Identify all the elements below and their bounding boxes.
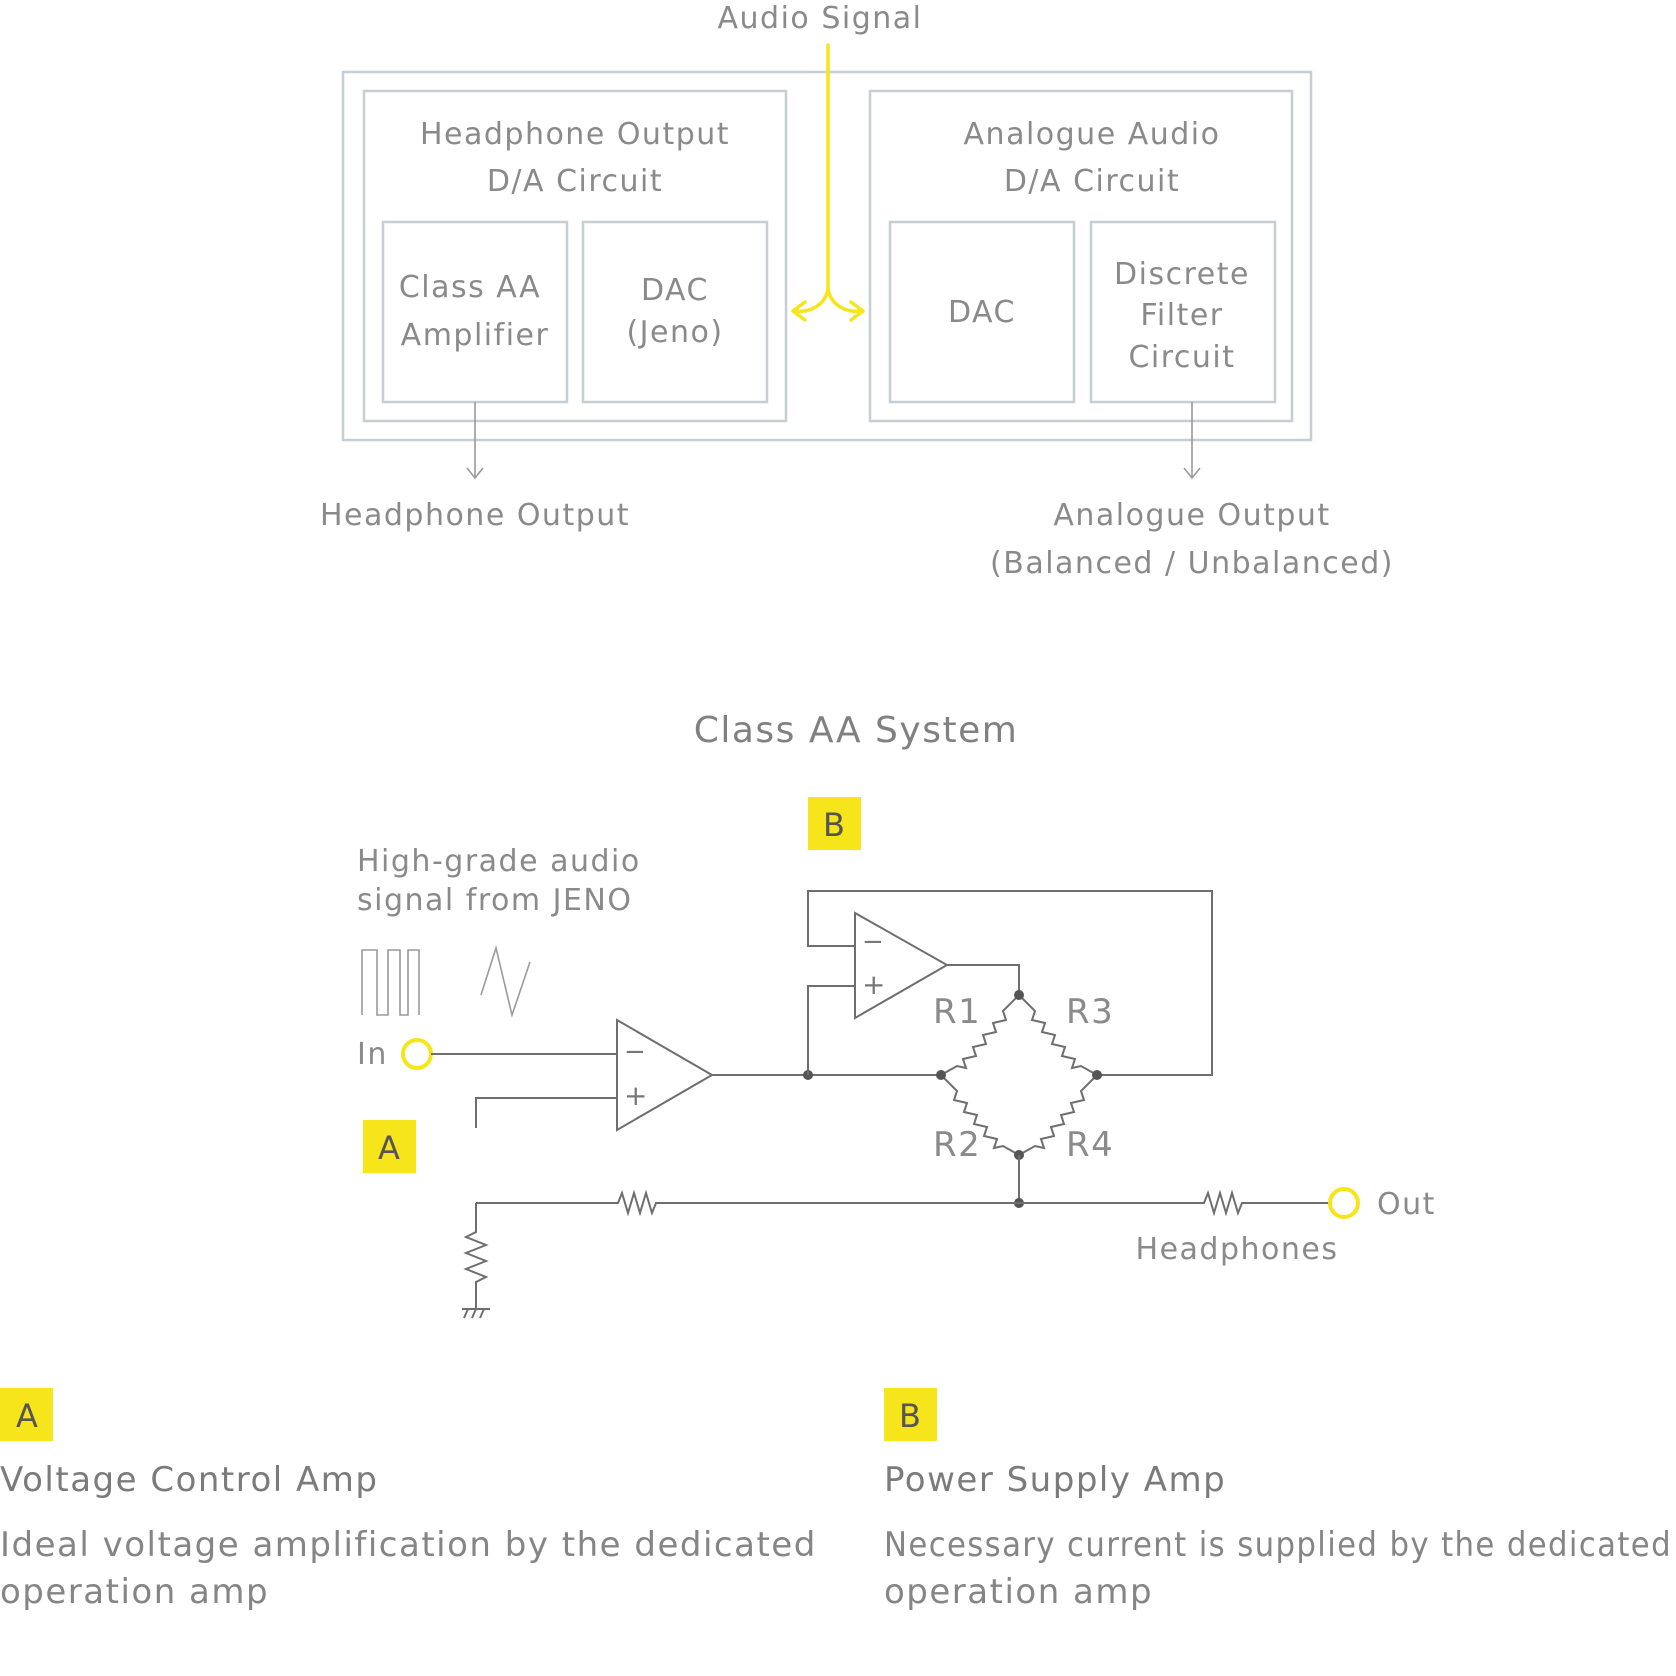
- resistor-r3: [1018, 994, 1098, 1076]
- class-aa-amp-line-1: Class AA: [399, 270, 541, 305]
- out-label: Out: [1377, 1187, 1436, 1222]
- headphone-output-arrow: [466, 402, 484, 480]
- resistor-r4: [1018, 1074, 1098, 1156]
- analogue-da-block: [868, 89, 1294, 423]
- legend-b-heading: Power Supply Amp: [884, 1460, 1226, 1500]
- opamp-a-plus: +: [624, 1079, 649, 1112]
- node-left: [936, 1070, 946, 1080]
- legend-b-body-line-2: operation amp: [884, 1572, 1153, 1612]
- analogue-da-title-line-1: Analogue Audio: [964, 117, 1221, 152]
- opamp-b-plus-wire: [807, 985, 855, 1075]
- analogue-output-arrow: [1183, 402, 1201, 480]
- opamp-b: − +: [854, 911, 950, 1020]
- legend-a-heading: Voltage Control Amp: [0, 1460, 379, 1500]
- resistor-r2: [940, 1074, 1020, 1156]
- discrete-filter-line-3: Circuit: [1128, 340, 1235, 375]
- headphone-da-title-line-1: Headphone Output: [420, 117, 730, 152]
- dac-block: [888, 220, 1076, 404]
- resistor-bridge: R1 R3 R2 R4: [933, 990, 1114, 1165]
- headphone-da-title-line-2: D/A Circuit: [487, 164, 663, 199]
- out-terminal: [1328, 1187, 1360, 1219]
- r4-label: R4: [1066, 1125, 1114, 1165]
- feedback-loop-wire: [807, 890, 1213, 1076]
- circuit-title: Class AA System: [694, 710, 1019, 751]
- opamp-a: − +: [616, 1018, 714, 1132]
- opamp-b-plus: +: [862, 968, 887, 1001]
- node-top: [1014, 990, 1024, 1000]
- headphones-label: Headphones: [1136, 1232, 1339, 1267]
- sawtooth-wave-icon: [480, 945, 531, 1018]
- legend-a-body-line-2: operation amp: [0, 1572, 269, 1612]
- source-line-1: High-grade audio: [357, 844, 641, 879]
- ground-resistor: [463, 1203, 489, 1309]
- opamp-b-minus: −: [862, 927, 885, 957]
- discrete-filter-block: [1089, 220, 1277, 404]
- legend-badge-b: [884, 1388, 937, 1441]
- ground-icon: [462, 1308, 490, 1319]
- badge-a: A: [363, 1120, 416, 1173]
- source-line-2: signal from JENO: [357, 883, 632, 918]
- headphone-da-block: [362, 89, 788, 423]
- analogue-output-line-2: (Balanced / Unbalanced): [990, 546, 1394, 581]
- dac-jeno-line-2: (Jeno): [626, 315, 723, 350]
- headphone-output-label: Headphone Output: [320, 498, 630, 533]
- bottom-rail-wire: [476, 1189, 1330, 1217]
- legend-item-b: B Power Supply Amp Necessary current is …: [884, 1388, 1672, 1612]
- in-label: In: [357, 1037, 388, 1072]
- audio-signal-label: Audio Signal: [718, 1, 923, 36]
- discrete-filter-line-1: Discrete: [1114, 257, 1250, 292]
- r3-label: R3: [1066, 992, 1114, 1032]
- dac-label: DAC: [948, 295, 1016, 330]
- class-aa-amp-line-2: Amplifier: [401, 318, 550, 353]
- in-terminal: [401, 1038, 433, 1070]
- svg-text:A: A: [378, 1129, 400, 1167]
- badge-b: B: [808, 797, 861, 850]
- legend-badge-a: [0, 1388, 53, 1441]
- analogue-da-title-line-2: D/A Circuit: [1004, 164, 1180, 199]
- opamp-b-output-wire: [947, 964, 1020, 995]
- discrete-filter-line-2: Filter: [1140, 298, 1223, 333]
- legend-badge-b-text: B: [899, 1397, 921, 1435]
- resistor-r1: [940, 994, 1020, 1076]
- r1-label: R1: [933, 992, 981, 1032]
- opamp-a-minus: −: [624, 1037, 647, 1067]
- class-aa-circuit: Class AA System High-grade audio signal …: [357, 710, 1436, 1319]
- audio-signal-split-arrow: [791, 43, 865, 322]
- legend-item-a: A Voltage Control Amp Ideal voltage ampl…: [0, 1388, 817, 1612]
- dac-jeno-line-1: DAC: [641, 273, 709, 308]
- opamp-a-plus-wire: [475, 1097, 617, 1128]
- square-wave-icon: [361, 949, 420, 1016]
- legend: A Voltage Control Amp Ideal voltage ampl…: [0, 1388, 1672, 1612]
- legend-b-body-line-1: Necessary current is supplied by the ded…: [884, 1525, 1672, 1565]
- r2-label: R2: [933, 1125, 981, 1165]
- legend-a-body-line-1: Ideal voltage amplification by the dedic…: [0, 1525, 817, 1565]
- node-right: [1092, 1070, 1102, 1080]
- analogue-output-line-1: Analogue Output: [1053, 498, 1330, 533]
- svg-text:B: B: [823, 806, 845, 844]
- class-aa-amplifier-block: [381, 220, 569, 404]
- dac-jeno-block: [581, 220, 769, 404]
- block-diagram: Audio Signal Headphone Output D/A Circui…: [320, 1, 1394, 581]
- legend-badge-a-text: A: [16, 1397, 38, 1435]
